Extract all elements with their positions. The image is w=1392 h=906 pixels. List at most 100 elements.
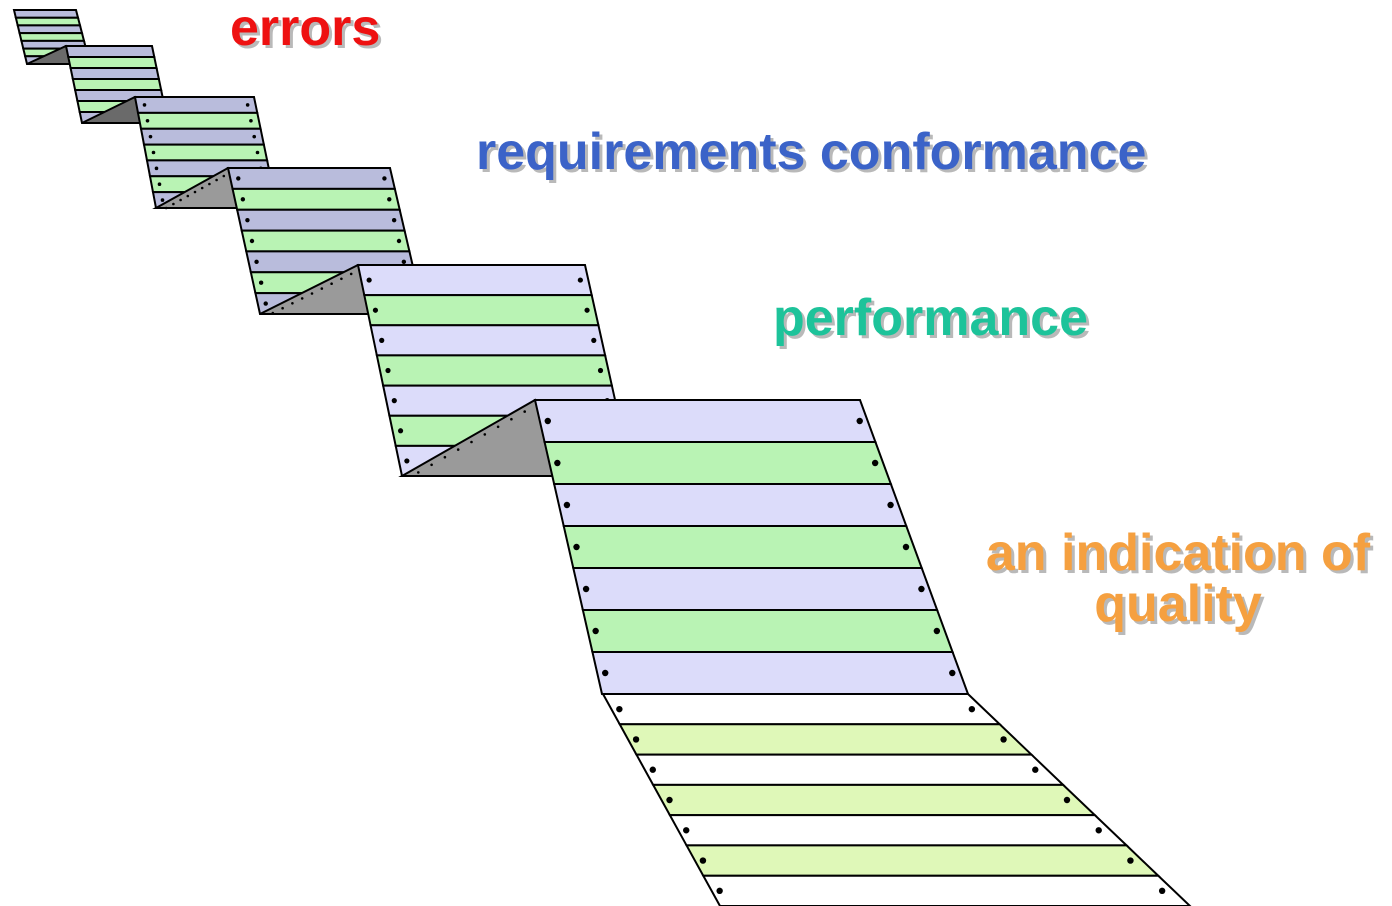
tractor-hole: [263, 301, 268, 306]
fold-dot: [186, 194, 190, 198]
sheet-6: [533, 399, 970, 695]
tractor-hole: [397, 428, 404, 434]
tractor-hole: [1032, 766, 1039, 773]
sheet-stripe: [369, 324, 607, 357]
tractor-hole: [591, 337, 597, 343]
tractor-hole: [632, 736, 640, 743]
sheet-stripe: [12, 9, 80, 19]
sheet-stripe: [142, 143, 269, 162]
sheet-stripe: [581, 609, 955, 653]
sheet-stripe: [14, 16, 82, 27]
fold-dot: [281, 306, 284, 310]
tractor-hole: [154, 166, 159, 171]
sheet-stripe: [684, 844, 1161, 877]
sheet-stripe: [18, 32, 86, 42]
label-errors: errors: [230, 0, 381, 57]
sheet-stripe: [591, 651, 970, 695]
label-indication-of-quality: an indication of quality: [985, 524, 1371, 633]
sheet-stripe: [668, 814, 1130, 847]
sheet-stripe: [240, 229, 411, 253]
tractor-hole: [592, 627, 599, 635]
tractor-hole: [544, 417, 551, 425]
tractor-hole: [249, 238, 255, 244]
tractor-hole: [382, 176, 387, 181]
fold-dot: [300, 297, 304, 300]
sheet-stripe: [701, 874, 1192, 906]
tractor-hole: [258, 280, 264, 285]
tractor-hole: [577, 277, 583, 283]
tractor-hole: [372, 307, 379, 313]
tractor-hole: [249, 118, 253, 123]
tractor-hole: [387, 197, 392, 202]
tractor-hole: [245, 103, 250, 107]
tractor-hole: [240, 197, 246, 202]
tractor-hole: [582, 585, 590, 593]
tractor-hole: [1000, 736, 1007, 743]
fold-dot: [320, 287, 324, 290]
tractor-hole: [871, 459, 879, 467]
tractor-hole: [918, 585, 925, 593]
tractor-hole: [236, 176, 241, 181]
fold-dot: [310, 292, 314, 295]
tractor-hole: [379, 337, 385, 343]
fold-dot: [208, 182, 211, 186]
tractor-hole: [366, 277, 372, 283]
sheet-stripe: [67, 56, 158, 69]
sheet-stripe: [533, 399, 877, 443]
sheet-stripe: [235, 208, 406, 232]
label-requirements-conformance: requirements conformance: [476, 123, 1147, 181]
tractor-hole: [563, 501, 571, 509]
fold-dot: [456, 448, 460, 451]
tractor-hole: [252, 134, 257, 139]
tractor-hole: [401, 259, 407, 265]
fold-dot: [443, 455, 447, 459]
tractor-hole: [902, 543, 910, 551]
sheet-stripe: [618, 723, 1034, 756]
tractor-hole: [385, 367, 391, 374]
sheet-stripe: [226, 167, 397, 190]
tractor-hole: [1127, 857, 1134, 864]
tractor-hole: [255, 150, 260, 155]
fold-dot: [222, 174, 226, 178]
sheet-stripe: [375, 354, 614, 387]
tractor-hole: [404, 458, 410, 464]
tractor-hole: [699, 857, 707, 864]
tractor-hole: [584, 307, 590, 313]
tractor-hole: [602, 669, 609, 677]
sheet-stripe: [363, 294, 600, 327]
tractor-hole: [391, 398, 397, 404]
fold-dot: [470, 440, 473, 444]
fold-dot: [496, 425, 500, 429]
fold-dot: [193, 190, 197, 194]
tractor-hole: [396, 238, 402, 244]
sheet-stripe: [133, 96, 259, 114]
tractor-hole: [649, 766, 656, 773]
tractor-hole: [933, 627, 941, 635]
tractor-hole: [856, 417, 863, 425]
tractor-hole: [683, 827, 690, 834]
fold-dot: [523, 410, 526, 413]
tractor-hole: [616, 705, 623, 713]
sheet-stripe: [16, 24, 84, 35]
tractor-hole: [1095, 827, 1102, 834]
tractor-hole: [597, 367, 604, 374]
fold-dot: [417, 471, 420, 474]
sheet-stripe: [139, 127, 266, 146]
sheet-stripe: [71, 78, 163, 91]
tractor-hole: [1063, 796, 1071, 804]
tractor-hole: [554, 459, 561, 467]
sheet-stripe: [64, 45, 156, 58]
sheet-stripe: [231, 187, 401, 211]
tractor-hole: [666, 796, 673, 804]
fold-dot: [430, 463, 433, 467]
fold-dot: [483, 433, 487, 436]
fold-dot: [172, 202, 175, 206]
sheet-stripe: [562, 525, 924, 569]
tractor-hole: [949, 669, 956, 677]
fold-dot: [179, 198, 182, 202]
tractor-hole: [151, 150, 156, 155]
tractor-hole: [887, 501, 894, 509]
sheet-stripe: [572, 567, 939, 611]
tractor-hole: [1158, 887, 1166, 895]
tractor-hole: [254, 259, 259, 265]
